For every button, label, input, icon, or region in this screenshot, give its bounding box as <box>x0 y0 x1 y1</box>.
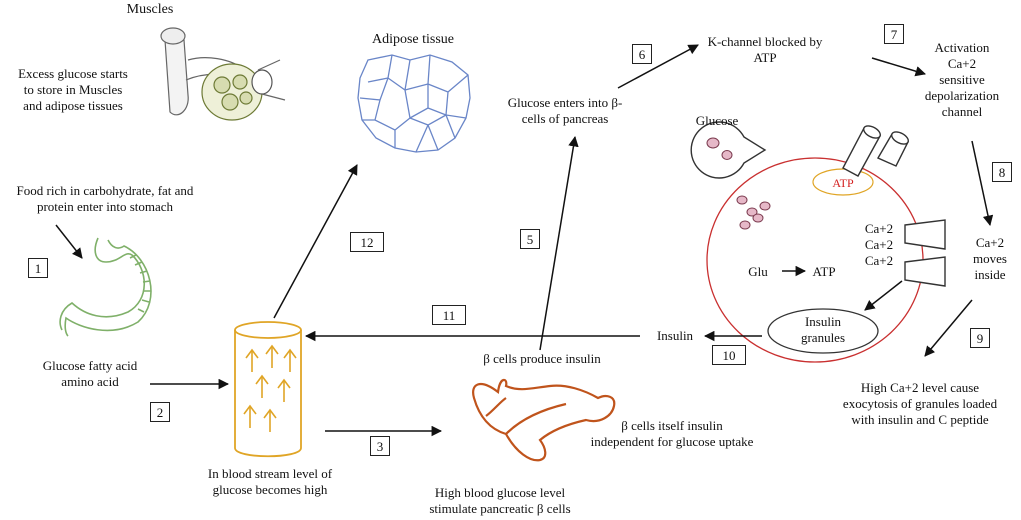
step-box-7: 7 <box>884 24 904 44</box>
arrow-step-1 <box>55 224 83 259</box>
blood-vessel-illustration <box>234 321 302 458</box>
adipose-tissue-illustration <box>357 54 471 153</box>
cell-atp-label: ATP <box>832 176 854 190</box>
cell-calcium-labels: Ca+2 Ca+2 Ca+2 <box>864 221 894 268</box>
step-box-12: 12 <box>350 232 384 252</box>
arrow-step-12 <box>273 164 358 319</box>
high-ca-exocytosis-label: High Ca+2 level cause exocytosis of gran… <box>842 380 998 427</box>
ca-moves-inside-label: Ca+2 moves inside <box>973 235 1007 282</box>
arrow-step-5 <box>539 135 579 351</box>
step-box-3: 3 <box>370 436 390 456</box>
food-label: Food rich in carbohydrate, fat and prote… <box>16 183 194 214</box>
step-box-11: 11 <box>432 305 466 325</box>
step-box-10: 10 <box>712 345 746 365</box>
high-blood-glucose-label: High blood glucose level stimulate pancr… <box>429 485 571 516</box>
arrow-step-6 <box>617 44 699 89</box>
flow-arrows <box>55 44 994 437</box>
glu-atp-label: ATP <box>812 264 836 279</box>
blood-stream-label: In blood stream level of glucose becomes… <box>207 466 333 497</box>
k-channel-label: K-channel blocked by ATP <box>707 34 823 65</box>
insulin-label: Insulin <box>656 328 694 343</box>
step-box-6: 6 <box>632 44 652 64</box>
activation-channel-label: Activation Ca+2 sensitive depolarization… <box>924 40 1000 119</box>
arrow-step-8 <box>971 140 994 227</box>
arrow-step-7 <box>871 57 927 77</box>
pancreas-illustration <box>472 378 616 462</box>
arrow-ca-granules <box>864 280 903 311</box>
step-box-5: 5 <box>520 229 540 249</box>
glucose-fatty-acid-label: Glucose fatty acid amino acid <box>42 358 138 389</box>
beta-cell-illustration <box>690 121 946 363</box>
arrow-step-9 <box>924 299 973 357</box>
excess-glucose-label: Excess glucose starts to store in Muscle… <box>18 66 128 113</box>
step-box-8: 8 <box>992 162 1012 182</box>
beta-cells-produce-insulin-label: β cells produce insulin <box>483 351 601 366</box>
step-box-1: 1 <box>28 258 48 278</box>
muscle-illustration <box>160 27 286 121</box>
step-box-9: 9 <box>970 328 990 348</box>
adipose-tissue-label: Adipose tissue <box>371 32 455 47</box>
stomach-illustration <box>59 237 152 337</box>
glu-label: Glu <box>748 264 768 279</box>
cell-glucose-label: Glucose <box>695 113 739 128</box>
glucose-enters-label: Glucose enters into β- cells of pancreas <box>507 95 623 126</box>
insulin-granules-label: Insulin granules <box>800 314 846 345</box>
muscles-label: Muscles <box>126 2 174 17</box>
step-box-2: 2 <box>150 402 170 422</box>
beta-cells-independent-label: β cells itself insulin independent for g… <box>590 418 754 449</box>
